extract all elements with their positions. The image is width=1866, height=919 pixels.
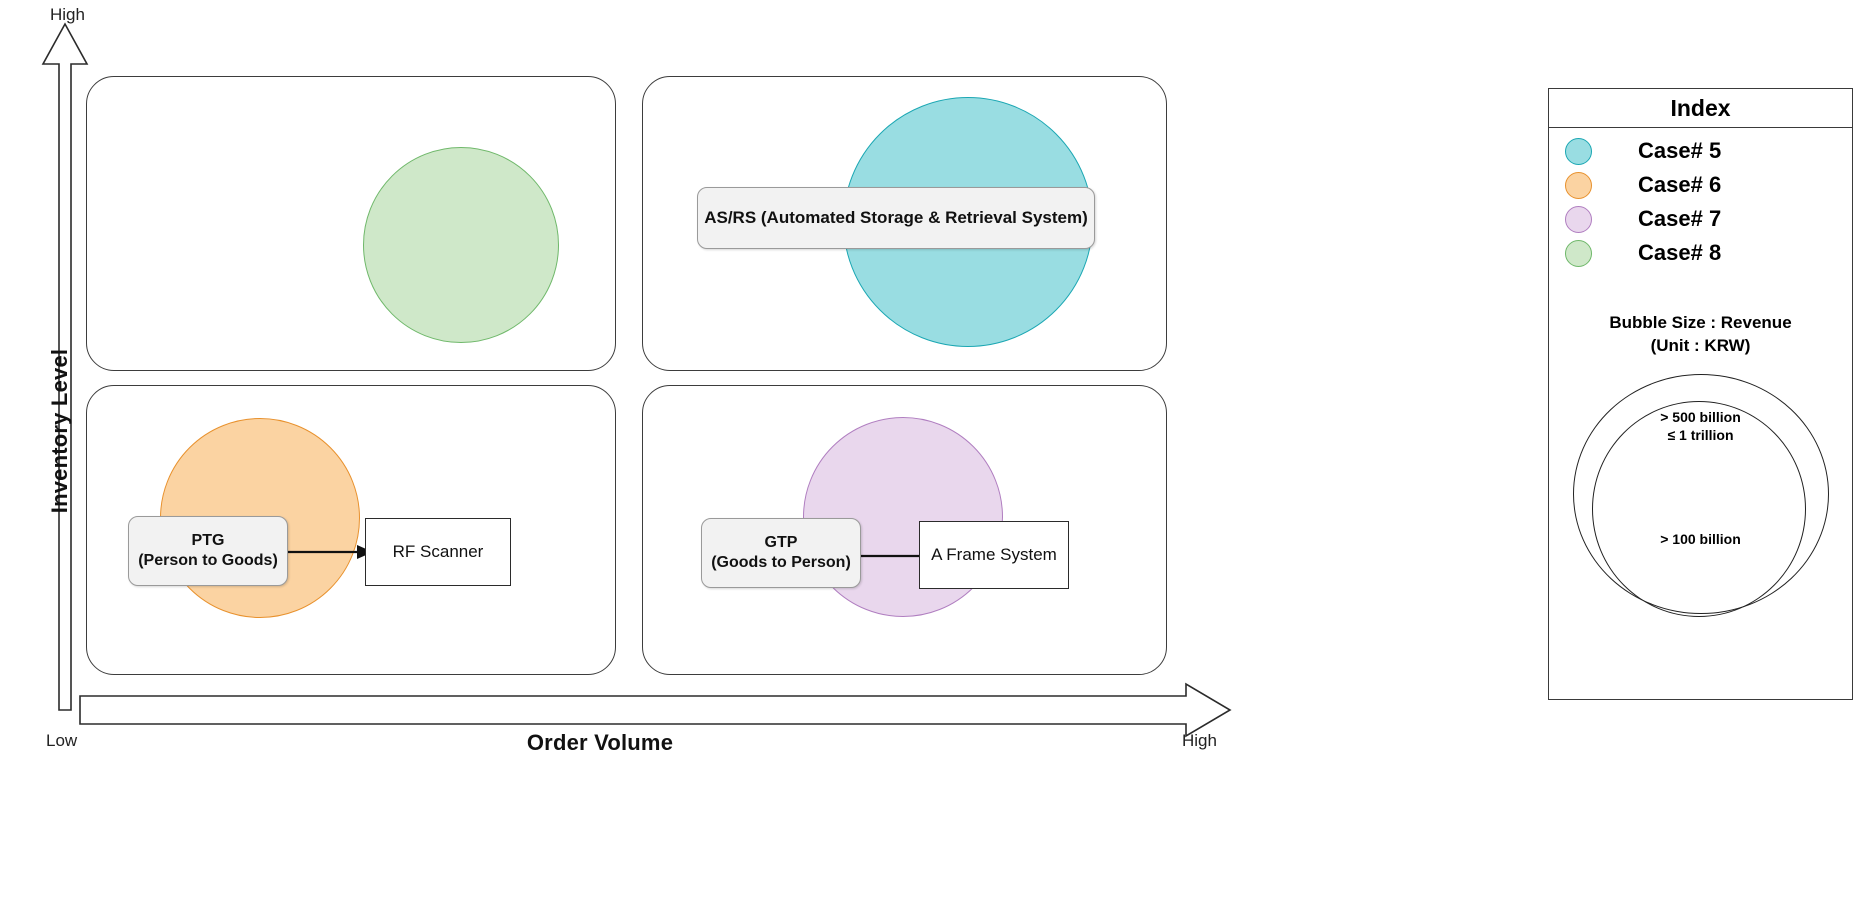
quadrant-bottom-right — [642, 385, 1167, 675]
process-box-gtp-line1: GTP — [764, 533, 798, 551]
ptg-to-rf-scanner-arrow — [285, 545, 373, 559]
quadrant-bottom-left — [86, 385, 616, 675]
legend-swatch-case-5 — [1565, 137, 1592, 165]
x-axis-low-label: Low — [46, 731, 78, 750]
legend-swatch-case-8 — [1565, 239, 1592, 267]
index-title-row: Index — [1549, 89, 1852, 128]
bubble-size-caption-line1: Bubble Size : Revenue — [1609, 313, 1792, 332]
legend-swatch-case-6 — [1565, 171, 1592, 199]
legend-label-case-6: Case# 6 — [1638, 172, 1722, 197]
index-panel: Index Case# 5 Case# 6 Case# 7 Case# 8 Bu… — [1548, 88, 1853, 700]
quadrant-top-right — [642, 76, 1167, 371]
bubble-size-caption-line2: (Unit : KRW) — [1650, 335, 1751, 355]
bubble-size-label-inner: > 100 billion — [1660, 530, 1741, 547]
legend-item-case-5[interactable]: Case# 5 — [1549, 134, 1852, 168]
process-box-ptg[interactable]: PTG (Person to Goods) — [128, 516, 288, 586]
process-box-asrs-label: AS/RS (Automated Storage & Retrieval Sys… — [704, 208, 1088, 228]
process-box-rf-scanner-label: RF Scanner — [392, 542, 484, 562]
legend-label-case-8: Case# 8 — [1638, 240, 1722, 265]
y-axis-high-label: High — [50, 5, 85, 24]
process-box-gtp-line2: (Goods to Person) — [711, 554, 851, 571]
legend-item-case-8[interactable]: Case# 8 — [1549, 236, 1852, 270]
bubble-size-caption: Bubble Size : Revenue (Unit : KRW) — [1549, 312, 1852, 358]
process-box-ptg-line1: PTG — [191, 531, 225, 549]
y-axis-arrow — [41, 22, 89, 711]
index-legend-list: Case# 5 Case# 6 Case# 7 Case# 8 — [1549, 128, 1852, 270]
x-axis-high-label: High — [1182, 731, 1217, 750]
process-box-a-frame-system[interactable]: A Frame System — [919, 521, 1069, 589]
legend-label-case-7: Case# 7 — [1638, 206, 1722, 231]
process-box-gtp[interactable]: GTP (Goods to Person) — [701, 518, 861, 588]
index-title: Index — [1670, 94, 1731, 121]
quadrant-top-left — [86, 76, 616, 371]
legend-item-case-7[interactable]: Case# 7 — [1549, 202, 1852, 236]
bubble-case-8[interactable] — [363, 147, 559, 343]
bubble-size-label-outer-line2: ≤ 1 trillion — [1667, 427, 1734, 444]
process-box-asrs[interactable]: AS/RS (Automated Storage & Retrieval Sys… — [697, 187, 1095, 249]
legend-label-case-5: Case# 5 — [1638, 138, 1722, 163]
process-box-ptg-line2: (Person to Goods) — [138, 552, 278, 569]
bubble-size-ring-inner — [1591, 400, 1806, 617]
x-axis-title: Order Volume — [526, 730, 674, 755]
bubble-size-label-outer-line1: > 500 billion — [1660, 408, 1741, 425]
y-axis-title: Inventory Level — [47, 348, 72, 514]
process-box-a-frame-label: A Frame System — [931, 545, 1057, 565]
x-axis-arrow — [79, 682, 1232, 738]
legend-swatch-case-7 — [1565, 205, 1592, 233]
legend-item-case-6[interactable]: Case# 6 — [1549, 168, 1852, 202]
bubble-size-diagram: > 500 billion ≤ 1 trillion > 100 billion — [1570, 373, 1832, 624]
bubble-size-label-outer: > 500 billion ≤ 1 trillion — [1570, 408, 1832, 444]
process-box-rf-scanner[interactable]: RF Scanner — [365, 518, 511, 586]
